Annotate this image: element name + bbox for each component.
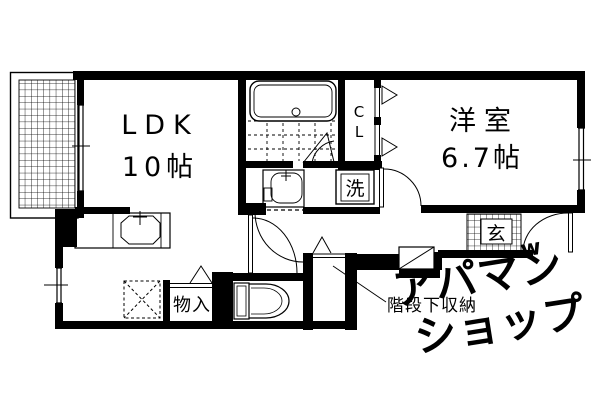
washroom [262, 169, 375, 211]
wall-left-upper [55, 247, 63, 268]
wall-monoire-left [163, 280, 170, 321]
refrigerator-space [123, 280, 161, 319]
closet-label-c: C [354, 103, 364, 121]
wall-closet-jamb-bottom [374, 155, 381, 163]
wall-closet-bottom [338, 161, 382, 170]
wall-balcony-bottom [77, 191, 84, 218]
wall-balcony-top [77, 71, 84, 105]
toilet-bowl [249, 283, 290, 319]
monoire-label: 物入 [173, 295, 211, 316]
kitchen-sink [120, 215, 161, 245]
understairs-triangle [312, 235, 332, 254]
wall-bath-bottom-right [303, 161, 338, 168]
front-door [522, 212, 573, 253]
wall-kitchen-stub [75, 207, 130, 214]
wall-closet-left [338, 71, 345, 163]
wall-left-lower [55, 303, 63, 329]
wall-toilet-top [225, 273, 303, 281]
vanity-sink [262, 169, 305, 208]
wall-ldk-divider-foot [238, 203, 266, 215]
labels: LDK 10帖 洋室 6.7帖 C L 洗 物入 玄 階段下収納 [121, 103, 523, 316]
closet-label-l: L [355, 123, 364, 141]
left-window [44, 267, 68, 304]
ldk-label: LDK [121, 110, 199, 141]
wall-storage-right [345, 253, 357, 330]
windows [44, 104, 591, 304]
washroom-door [254, 211, 304, 263]
bathroom-folding-door [302, 131, 335, 164]
kitchen [74, 211, 171, 319]
wall-hall-bottom [357, 254, 399, 270]
monoire-triangle [189, 265, 213, 284]
kitchen-counter [74, 212, 171, 249]
wall-left-chunk [55, 209, 77, 247]
toilet-tank [233, 282, 250, 320]
wall-shoe-right [434, 252, 442, 270]
wall-storage-left [303, 253, 313, 330]
watermark-mark: w [519, 235, 543, 263]
wall-top [73, 71, 585, 80]
ldk-door [248, 214, 298, 274]
wall-westroom-bottom [421, 205, 585, 213]
monoire-door-track [170, 283, 212, 288]
bathtub-drain [291, 107, 301, 117]
washer-label: 洗 [345, 178, 364, 200]
wall-shoe-bottom [399, 269, 440, 278]
doors [248, 167, 573, 274]
wall-bath-bottom-left [246, 161, 293, 168]
understairs-door-track [313, 253, 345, 258]
wall-ldk-divider [238, 71, 246, 204]
shoe-cabinet [398, 246, 435, 270]
kitchen-faucet [133, 211, 147, 225]
bathroom [248, 80, 337, 164]
wall-bottom [55, 321, 357, 329]
western-room-area: 6.7帖 [441, 143, 523, 174]
balcony [9, 71, 79, 219]
closet-bifold-doors [374, 85, 398, 157]
western-room-door [379, 167, 422, 208]
wall-monoire-toilet [212, 272, 233, 321]
wall-entrance-bottom [438, 250, 533, 258]
understairs-leader-line [332, 265, 387, 303]
toilet [233, 282, 290, 320]
right-window [573, 127, 591, 191]
wall-right-lower [577, 190, 585, 213]
understairs-label: 階段下収納 [387, 296, 477, 316]
balcony-window [72, 104, 90, 192]
wall-closet-jamb-top [374, 78, 381, 88]
washing-machine-pan [335, 169, 375, 205]
wall-closet-jamb-mid [374, 117, 381, 125]
entrance-label: 玄 [486, 223, 505, 245]
balcony-hatch [18, 79, 76, 209]
entrance-label-box [480, 218, 513, 245]
wall-right-upper [577, 71, 585, 128]
wall-washroom-bottom [303, 207, 380, 214]
storage-fittings [170, 85, 435, 303]
walls [55, 71, 585, 330]
bath-tile [248, 120, 337, 161]
ldk-area: 10帖 [122, 152, 198, 183]
vanity-faucet [281, 170, 291, 181]
western-room-label: 洋室 [449, 106, 519, 137]
